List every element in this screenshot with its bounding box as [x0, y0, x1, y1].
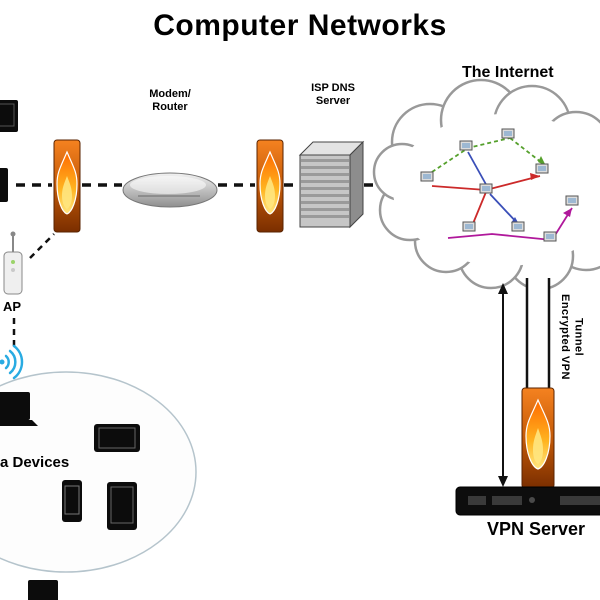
access-point-label: AP [3, 299, 22, 314]
client-device-icon [0, 168, 8, 202]
internet-label: The Internet [462, 64, 554, 81]
isp-dns-label-line2: Server [315, 95, 351, 108]
access-point-icon [3, 231, 23, 295]
internet-cloud [372, 78, 600, 291]
ap-connection-dashes [12, 233, 55, 346]
laptop-icon [0, 392, 38, 426]
vpn-tunnel-label-line1: Encrypted VPN [559, 294, 572, 380]
devices-group-ellipse [0, 371, 197, 573]
firewall-icon [521, 387, 555, 489]
internet-node-icons [420, 128, 579, 242]
modem-router-icon [122, 172, 218, 208]
modem-router-label-line1: Modem/ [149, 88, 191, 100]
vpn-tunnel-arrow [498, 283, 508, 487]
modem-router-label-line2: Router [152, 101, 188, 114]
tablet-icon [107, 482, 137, 530]
isp-dns-server-icon [298, 140, 365, 229]
devices-label: a Devices [0, 454, 70, 471]
page-title: Computer Networks [153, 9, 447, 42]
client-device-icon [0, 100, 18, 132]
phone-icon [62, 480, 82, 522]
modem-router-label: Modem/ Router [124, 88, 216, 114]
wifi-signal-icon [0, 344, 24, 380]
isp-dns-label: ISP DNS Server [294, 82, 372, 108]
isp-dns-label-line1: ISP DNS [311, 82, 355, 94]
device-icon [28, 580, 58, 600]
vpn-server-label: VPN Server [486, 519, 586, 539]
firewall-icon [256, 139, 284, 233]
tablet-icon [94, 424, 140, 452]
vpn-server-icon [455, 486, 600, 516]
vpn-tunnel-label-line2: Tunnel [572, 317, 585, 357]
vpn-tunnel-label: Encrypted VPN Tunnel [558, 262, 584, 412]
firewall-icon [53, 139, 81, 233]
